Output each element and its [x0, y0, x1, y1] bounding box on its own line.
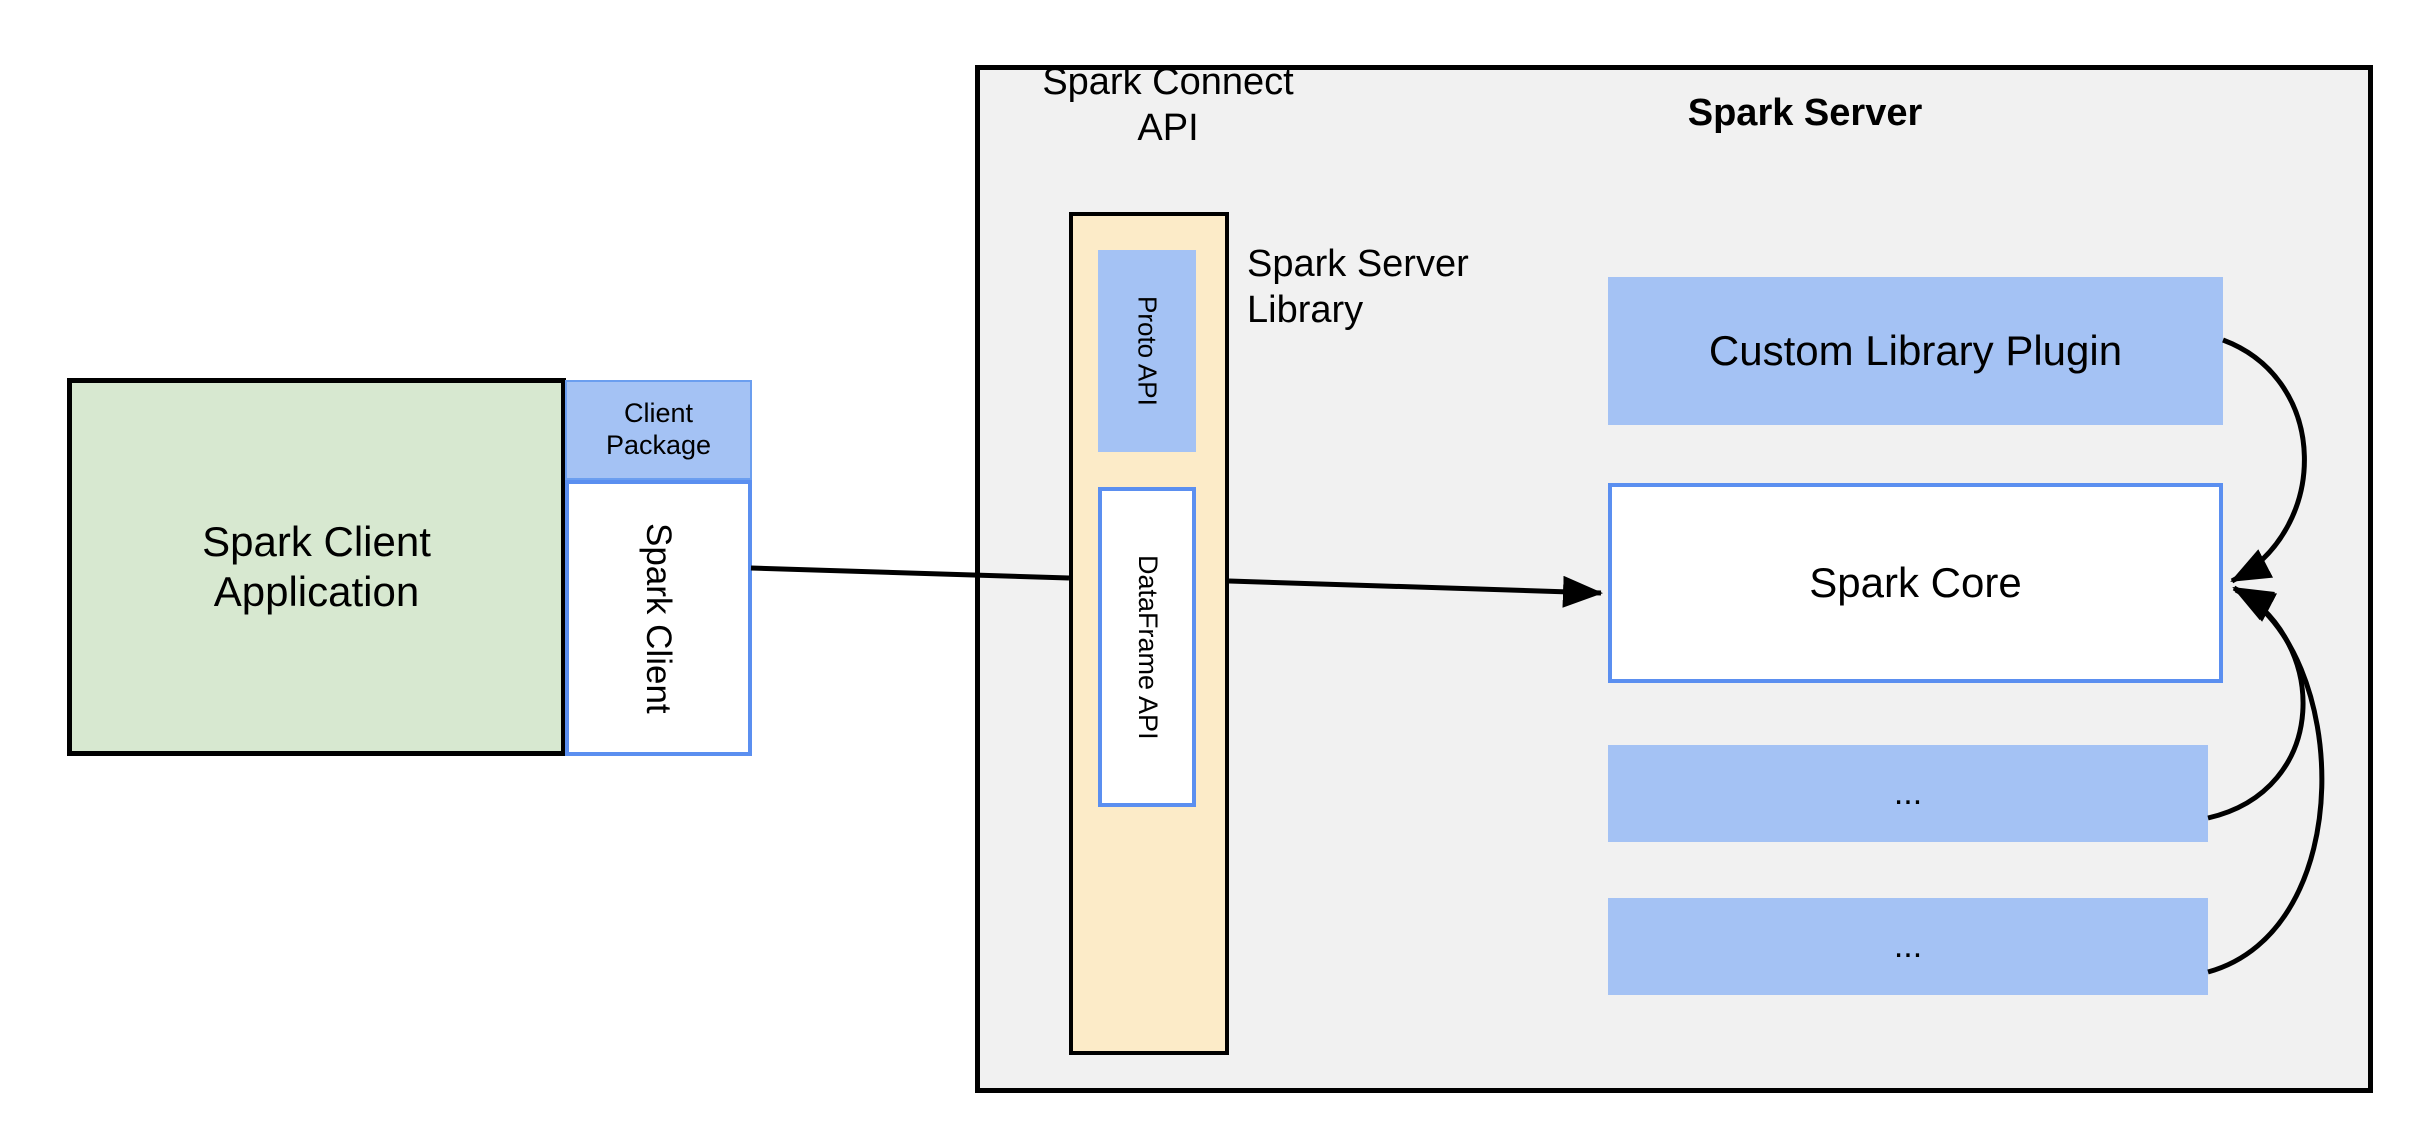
proto-api-label: Proto API: [1132, 296, 1163, 406]
custom-library-plugin-box: Custom Library Plugin: [1608, 277, 2223, 425]
spark-client-box: Spark Client: [565, 480, 752, 756]
dataframe-api-label: DataFrame API: [1132, 554, 1163, 740]
proto-api-box: Proto API: [1098, 250, 1196, 452]
client-package-box: Client Package: [565, 380, 752, 480]
spark-core-box: Spark Core: [1608, 483, 2223, 683]
spark-core-label: Spark Core: [1809, 559, 2022, 607]
spark-connect-api-title: Spark Connect API: [1042, 61, 1294, 149]
dots-box-1-label: ...: [1893, 774, 1923, 813]
client-package-label: Client Package: [605, 398, 712, 460]
dots-box-1: ...: [1608, 745, 2208, 842]
spark-server-library-title: Spark Server Library: [1247, 243, 1469, 331]
custom-library-plugin-label: Custom Library Plugin: [1708, 327, 2123, 375]
dots-box-2-label: ...: [1893, 927, 1923, 966]
spark-client-application-box: Spark Client Application: [67, 378, 566, 756]
spark-server-title: Spark Server: [1687, 92, 1923, 134]
spark-client-application-label: Spark Client Application: [202, 518, 431, 615]
dataframe-api-box: DataFrame API: [1098, 487, 1196, 807]
spark-client-label: Spark Client: [639, 522, 679, 714]
dots-box-2: ...: [1608, 898, 2208, 995]
